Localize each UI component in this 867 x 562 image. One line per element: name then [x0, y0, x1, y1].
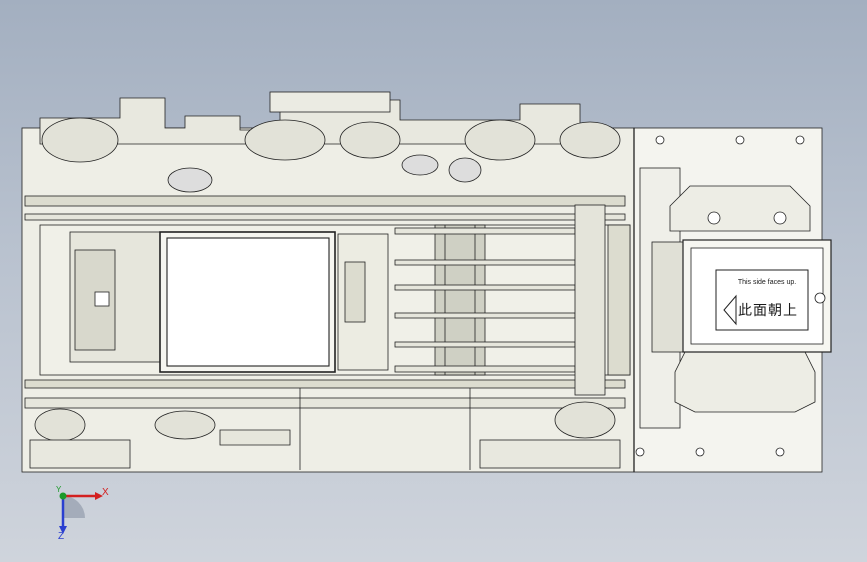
z-axis-arrow-icon — [59, 526, 67, 534]
label-english-text: This side faces up. — [737, 279, 797, 286]
axis-x-label: X — [102, 487, 109, 498]
orientation-label — [691, 248, 836, 350]
x-axis-arrow-icon — [95, 492, 103, 500]
axis-triad — [59, 492, 103, 534]
y-axis-dot-icon — [59, 492, 67, 500]
arrow-left-icon — [723, 294, 737, 326]
axis-z-label: Z — [58, 531, 65, 542]
axis-y-label: Y — [56, 485, 62, 494]
main-chassis — [21, 91, 832, 473]
label-chinese-text: 此面朝上 — [738, 303, 798, 319]
